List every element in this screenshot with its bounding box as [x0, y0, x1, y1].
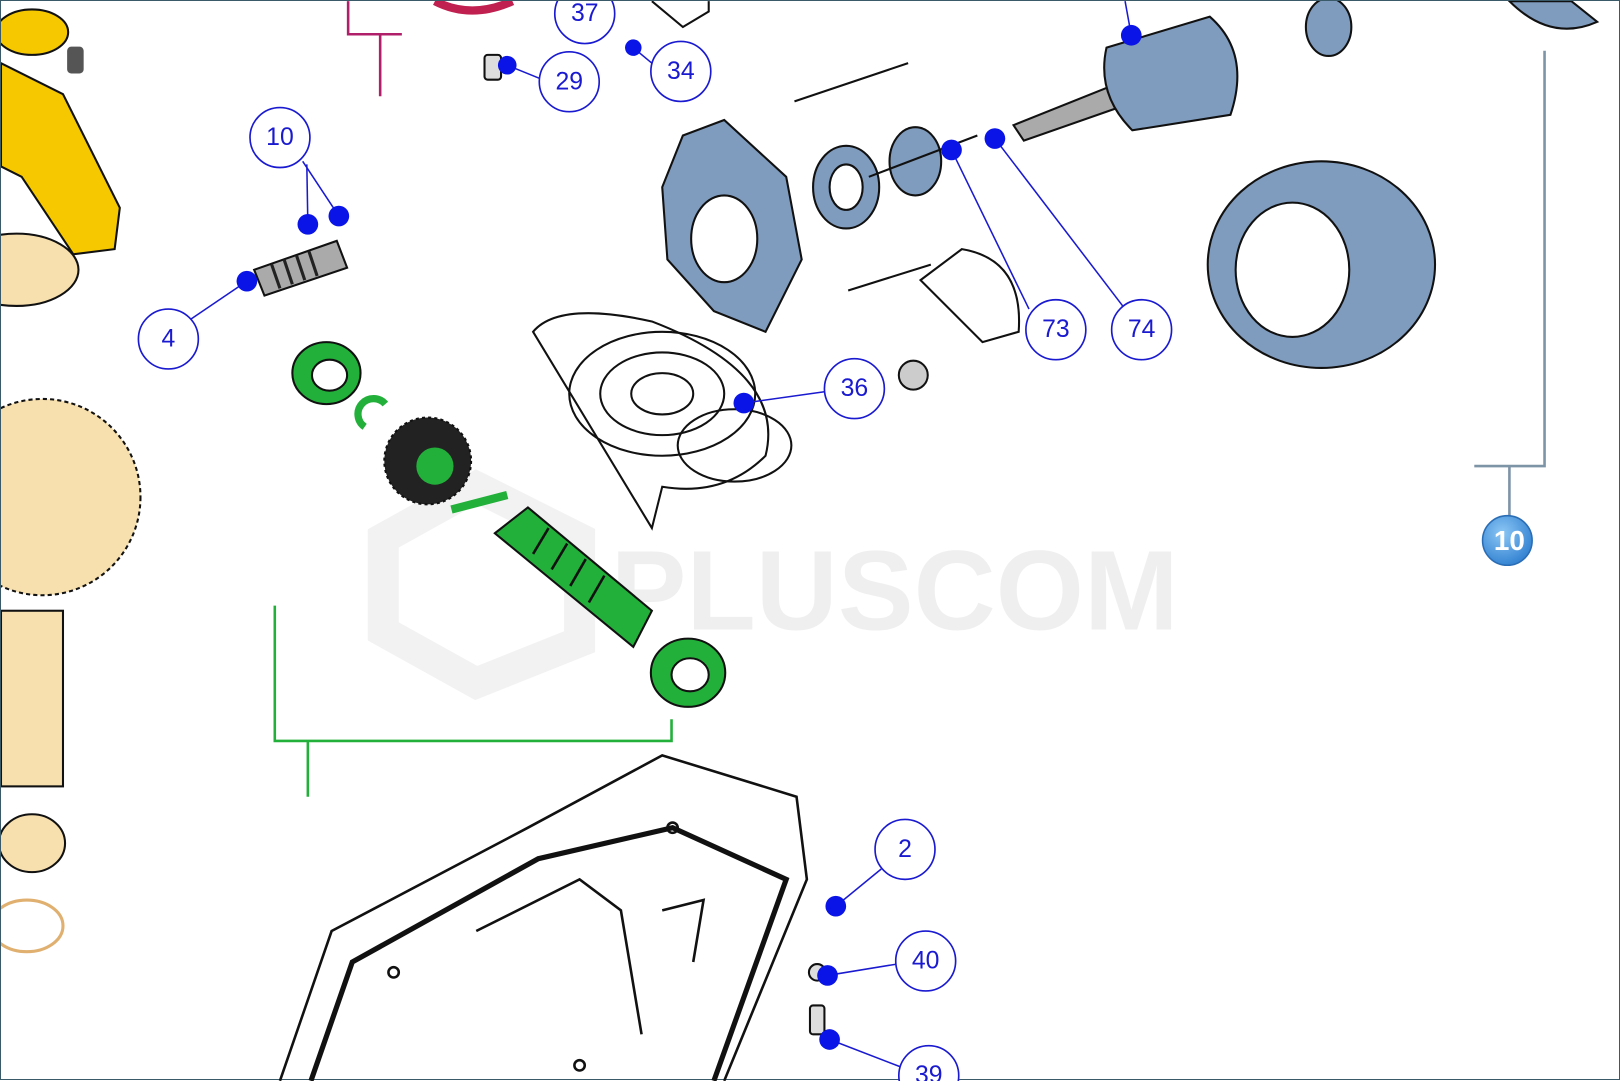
svg-text:37: 37 [571, 1, 599, 27]
callout-dots [236, 24, 1142, 1050]
group-badge-10[interactable]: 10 [1481, 514, 1533, 567]
group-bracket-magenta [346, 1, 402, 97]
callout-37[interactable]: 37 [553, 1, 616, 45]
svg-text:10: 10 [1494, 525, 1525, 556]
svg-text:73: 73 [1042, 316, 1070, 343]
callout-74[interactable]: 74 [1110, 298, 1173, 361]
callout-39[interactable]: 39 [898, 1044, 960, 1081]
watermark: PLUSCOM [367, 469, 1179, 701]
group-bracket-grey [1474, 50, 1546, 518]
callout-2[interactable]: 2 [874, 818, 936, 881]
worm-screw-part [252, 239, 349, 297]
svg-text:PLUSCOM: PLUSCOM [611, 527, 1179, 654]
svg-text:29: 29 [555, 68, 583, 95]
callout-36[interactable]: 36 [823, 357, 886, 420]
callout-34[interactable]: 34 [650, 40, 712, 103]
green-gear-assembly [291, 341, 727, 708]
svg-text:2: 2 [898, 836, 912, 863]
motor-parts [661, 1, 1600, 391]
callout-29[interactable]: 29 [538, 50, 601, 113]
small-screw-parts [483, 1, 827, 1036]
callout-10[interactable]: 10 [249, 106, 311, 169]
spiral-tube-part [531, 312, 793, 531]
leader-lines [188, 1, 1133, 1069]
svg-text:36: 36 [841, 375, 869, 402]
callout-40[interactable]: 40 [894, 930, 957, 992]
svg-text:10: 10 [266, 124, 294, 151]
svg-text:39: 39 [915, 1062, 943, 1081]
gearbox-housing-part [278, 753, 809, 1081]
left-parts [1, 8, 142, 954]
svg-text:4: 4 [161, 326, 175, 353]
group-bracket-green [273, 605, 673, 797]
callout-73[interactable]: 73 [1025, 298, 1087, 361]
svg-text:74: 74 [1128, 316, 1156, 343]
svg-text:34: 34 [667, 58, 695, 85]
callout-4[interactable]: 4 [137, 308, 200, 370]
svg-text:40: 40 [912, 947, 940, 974]
